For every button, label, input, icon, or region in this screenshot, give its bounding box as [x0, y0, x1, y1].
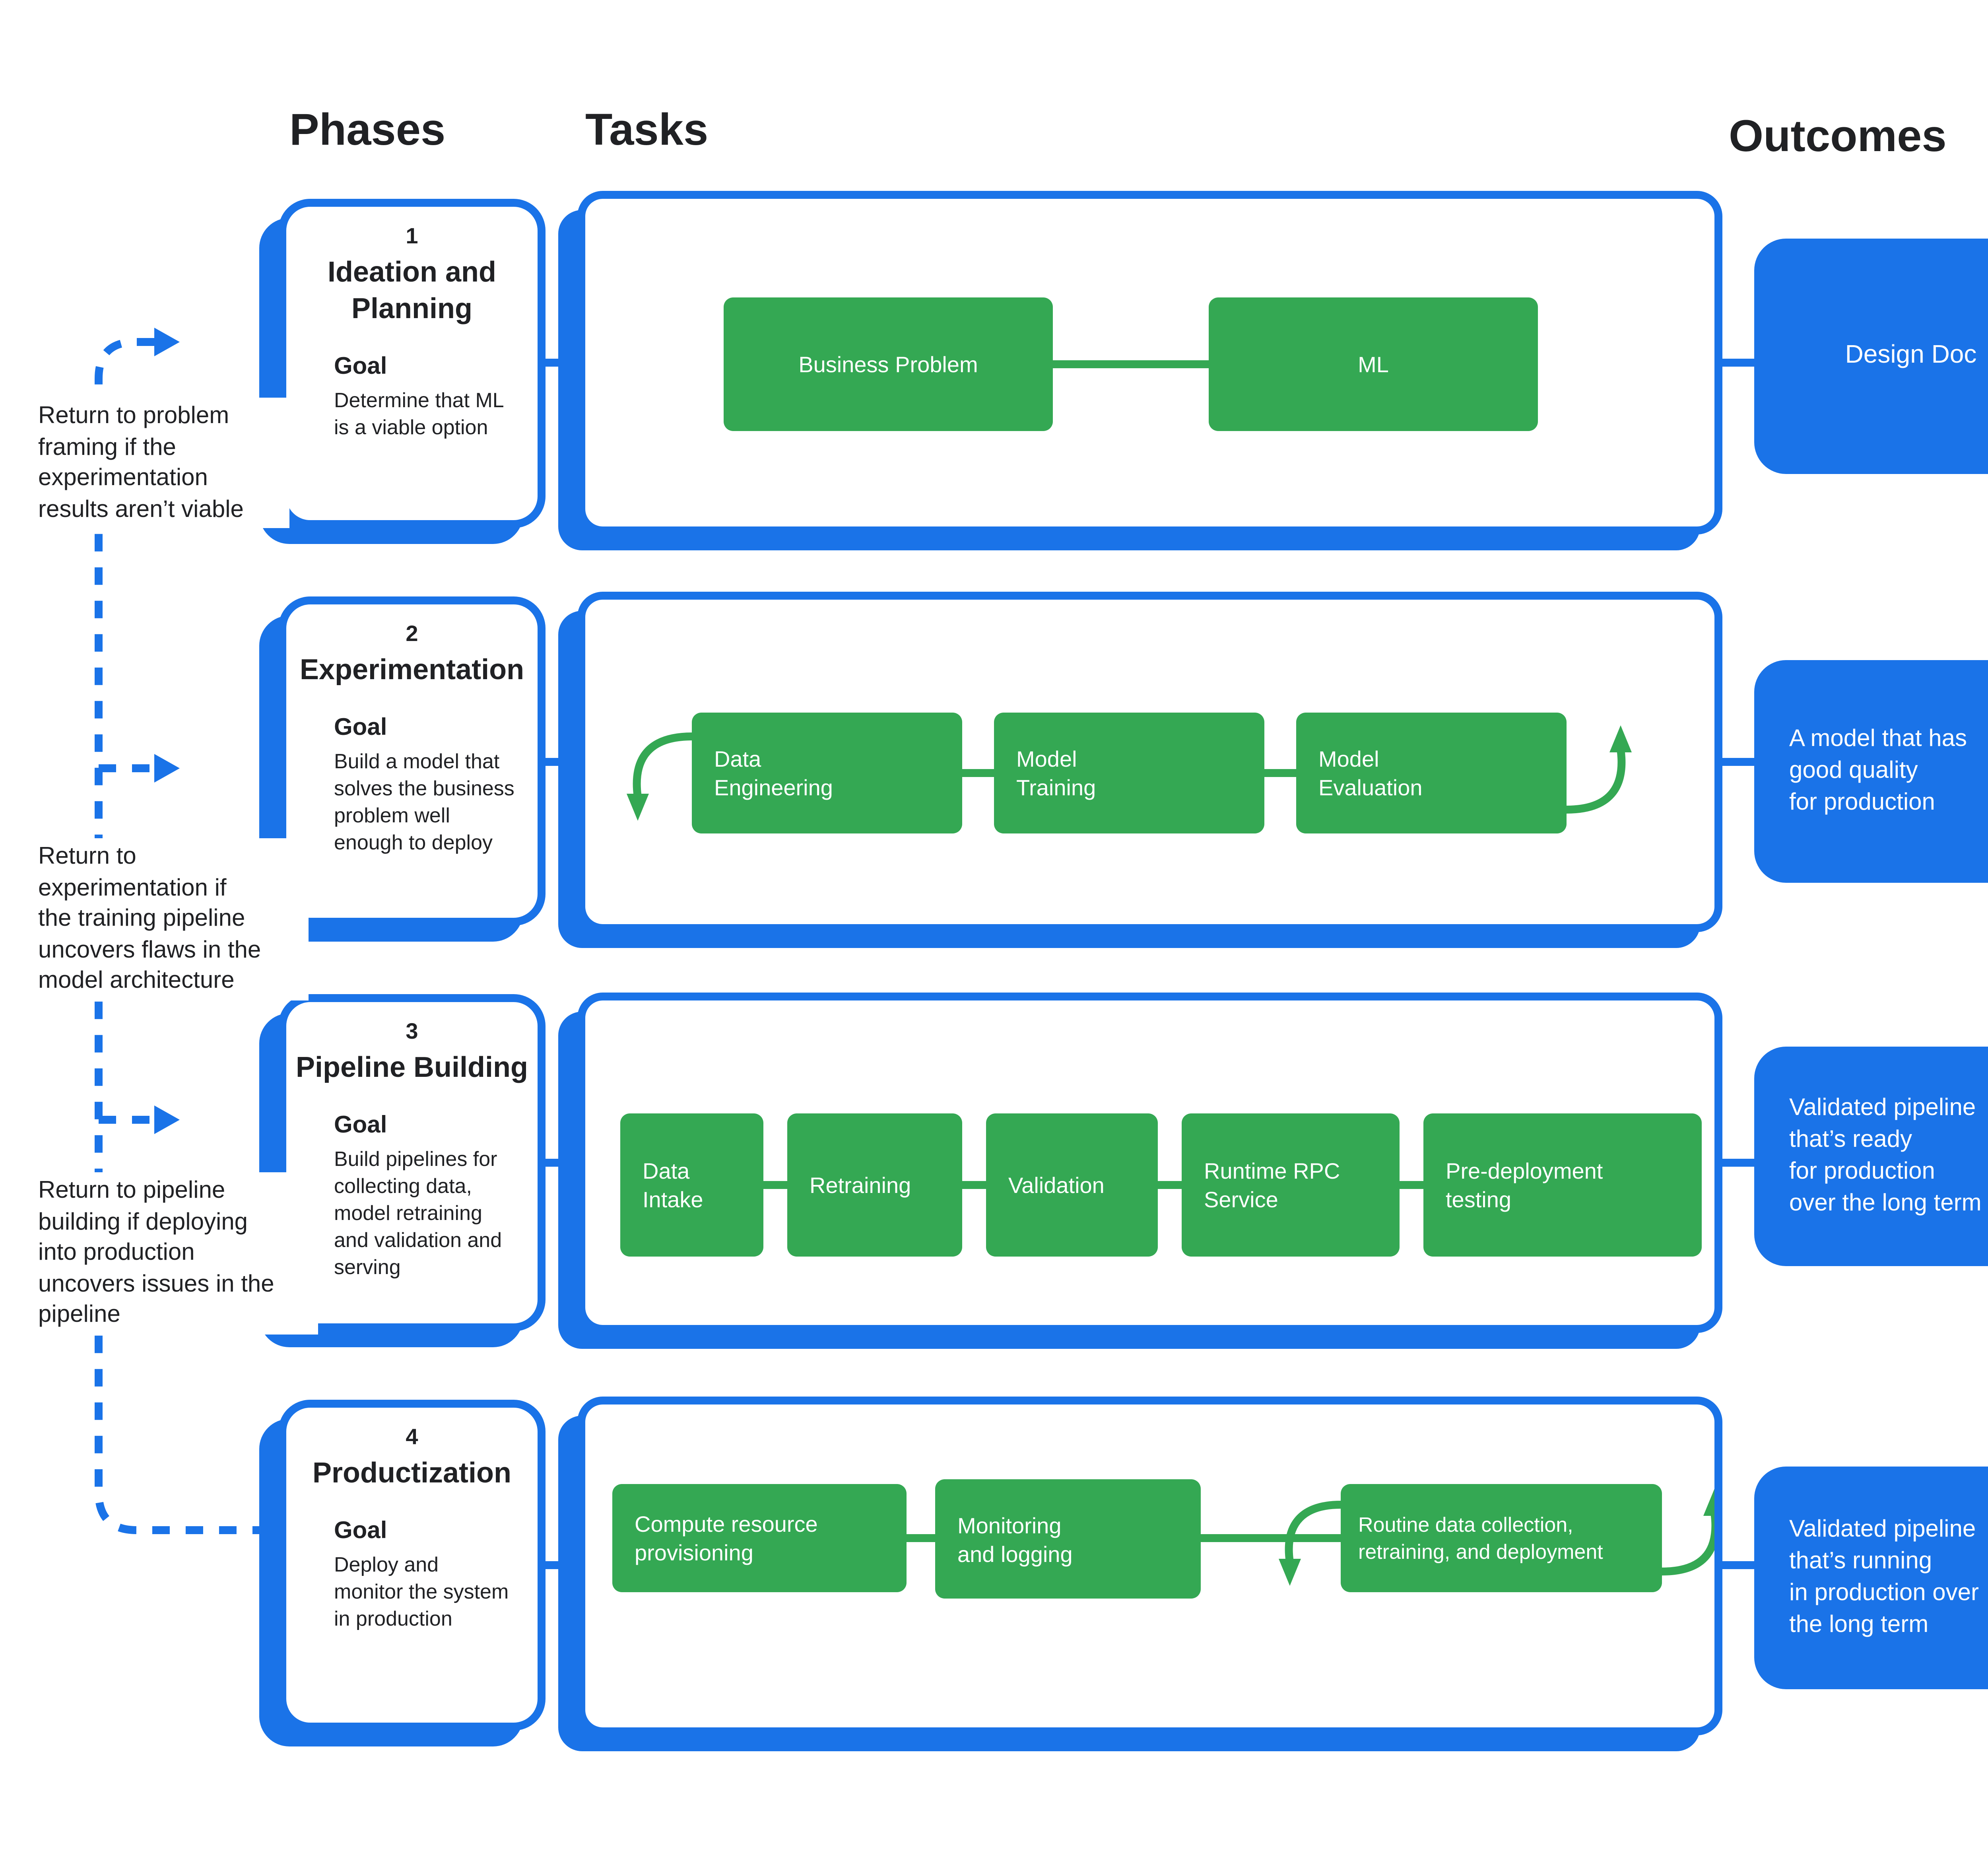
- phase-title: Ideation and Planning: [327, 256, 496, 324]
- task-box-routine-data-collection: Routine data collection, retraining, and…: [1341, 1484, 1662, 1592]
- task-box-data-engineering: Data Engineering: [692, 713, 962, 833]
- goal-label: Goal: [334, 1517, 387, 1544]
- outcome-design-doc: Design Doc: [1754, 239, 1988, 474]
- tasks-panel-productization: Compute resource provisioning Monitoring…: [577, 1397, 1722, 1735]
- phase-goal: Goal Build pipelines for collecting data…: [334, 1112, 525, 1280]
- tasks-panel-ideation: Business Problem ML: [577, 191, 1722, 534]
- loop-arrow-up-icon: [1609, 725, 1632, 752]
- arrow-to-experimentation-icon: [154, 754, 180, 783]
- phase-goal: Goal Determine that ML is a viable optio…: [334, 353, 525, 441]
- loop-curl-left: [1285, 1501, 1341, 1563]
- loop-curl-left: [633, 732, 692, 798]
- phase-title: Pipeline Building: [295, 1051, 528, 1083]
- row-connector-lines: [541, 359, 1759, 1569]
- phase-number: 2: [406, 620, 418, 646]
- phase-card-experimentation: 2 Experimentation Goal Build a model tha…: [278, 596, 546, 926]
- task-box-pre-deployment-testing: Pre-deployment testing: [1423, 1113, 1702, 1257]
- task-loop-lines: [907, 1489, 1714, 1586]
- goal-label: Goal: [334, 1112, 387, 1139]
- loop-arrow-down-icon: [627, 794, 649, 821]
- task-box-ml: ML: [1209, 297, 1538, 431]
- goal-text: Build a model that solves the business p…: [334, 749, 514, 854]
- tasks-panel-pipeline-building: Data Intake Retraining Validation Runtim…: [577, 993, 1722, 1333]
- task-box-runtime-rpc-service: Runtime RPC Service: [1182, 1113, 1400, 1257]
- phase-number: 4: [406, 1424, 418, 1449]
- phase-number: 3: [406, 1018, 418, 1043]
- task-box-data-intake: Data Intake: [620, 1113, 763, 1257]
- outcome-validated-pipeline-ready: Validated pipeline that’s ready for prod…: [1754, 1047, 1988, 1266]
- phase-goal: Goal Build a model that solves the busin…: [334, 714, 525, 856]
- task-box-model-evaluation: Model Evaluation: [1296, 713, 1567, 833]
- note-return-experimentation: Return to experimentation if the trainin…: [38, 838, 309, 1000]
- phase-title: Productization: [313, 1457, 511, 1489]
- task-box-monitoring-logging: Monitoring and logging: [935, 1479, 1201, 1599]
- goal-text: Deploy and monitor the system in product…: [334, 1552, 509, 1630]
- phase-goal: Goal Deploy and monitor the system in pr…: [334, 1517, 525, 1632]
- phases-column-header: Phases: [289, 105, 446, 154]
- left-return-arrowheads: [154, 328, 180, 1134]
- task-box-model-training: Model Training: [994, 713, 1264, 833]
- goal-text: Build pipelines for collecting data, mod…: [334, 1147, 502, 1279]
- arrow-to-ideation-icon: [154, 328, 180, 356]
- outcome-quality-model: A model that has good quality for produc…: [1754, 660, 1988, 883]
- loop-arrow-down-icon: [1279, 1559, 1301, 1586]
- loop-curl-right: [1662, 1513, 1714, 1575]
- loop-curl-right: [1566, 748, 1626, 814]
- loop-arrow-up-icon: [1703, 1489, 1714, 1516]
- task-loop-lines: [627, 725, 1632, 821]
- task-box-business-problem: Business Problem: [724, 297, 1053, 431]
- task-box-compute-resource-provisioning: Compute resource provisioning: [612, 1484, 907, 1592]
- goal-text: Determine that ML is a viable option: [334, 388, 504, 439]
- phase-card-ideation: 1 Ideation and Planning Goal Determine t…: [278, 199, 546, 528]
- phase-number: 1: [406, 223, 418, 248]
- outcomes-column-header: Outcomes: [1729, 111, 1947, 161]
- task-box-validation: Validation: [986, 1113, 1158, 1257]
- task-box-retraining: Retraining: [787, 1113, 962, 1257]
- tasks-panel-experimentation: Data Engineering Model Training Model Ev…: [577, 592, 1722, 932]
- left-return-dashed-rail: [95, 338, 280, 1534]
- tasks-column-header: Tasks: [585, 105, 709, 154]
- goal-label: Goal: [334, 353, 387, 380]
- note-return-problem-framing: Return to problem framing if the experim…: [38, 398, 289, 528]
- phase-card-pipeline-building: 3 Pipeline Building Goal Build pipelines…: [278, 994, 546, 1331]
- note-return-pipeline-building: Return to pipeline building if deploying…: [38, 1172, 318, 1334]
- task-connector-lines: [763, 1181, 1423, 1189]
- phase-card-productization: 4 Productization Goal Deploy and monitor…: [278, 1400, 546, 1731]
- task-connector-lines: [1053, 360, 1209, 368]
- arrow-to-pipeline-building-icon: [154, 1105, 180, 1134]
- phase-title: Experimentation: [299, 654, 524, 686]
- goal-label: Goal: [334, 714, 387, 741]
- outcome-validated-pipeline-running: Validated pipeline that’s running in pro…: [1754, 1467, 1988, 1689]
